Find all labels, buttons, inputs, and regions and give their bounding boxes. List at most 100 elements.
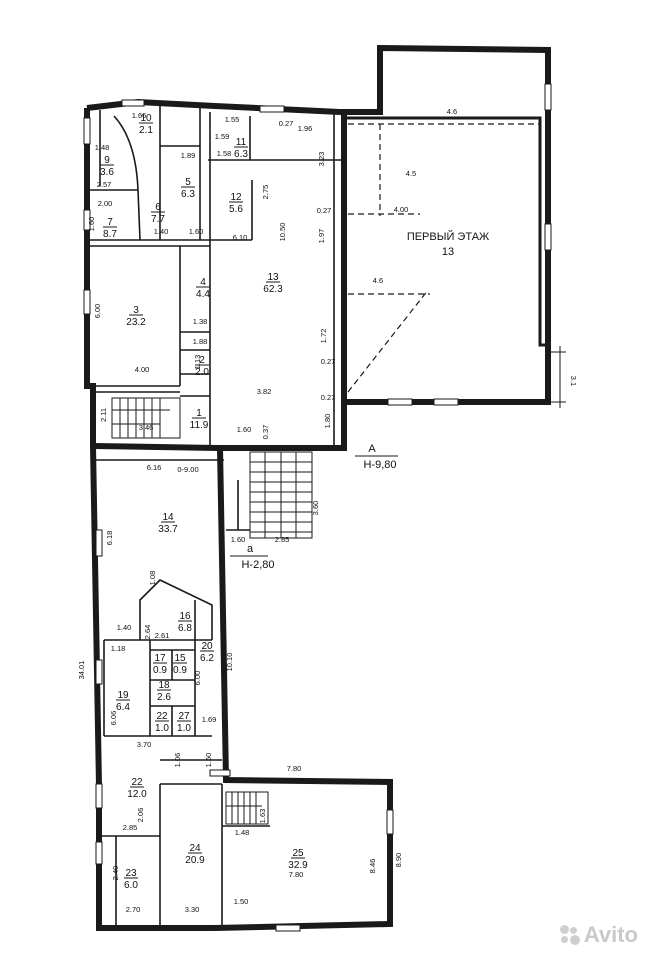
dimension-label: 1.88 xyxy=(193,337,208,346)
room-area: 2.1 xyxy=(139,125,153,136)
first-floor-number: 13 xyxy=(442,246,454,258)
dimension-label: 3.1 xyxy=(569,376,578,386)
dimension-label: 1.60 xyxy=(231,535,246,544)
room-number: 18 xyxy=(158,680,170,691)
room-number: 22 xyxy=(131,777,143,788)
dimension-label: 7.80 xyxy=(287,764,302,773)
dimension-label: 6.18 xyxy=(105,531,114,546)
mark-a-lower: а xyxy=(247,543,254,555)
windows xyxy=(83,83,552,932)
upper-partitions xyxy=(88,106,344,446)
room-area: 4.4 xyxy=(196,289,210,300)
room-number: 11 xyxy=(236,137,247,148)
room-labels: 93.6102.1116.356.367.778.7125.61362.3323… xyxy=(100,113,308,891)
room-number: 1 xyxy=(196,408,202,419)
dimension-label: 1.40 xyxy=(117,623,132,632)
first-floor-title: ПЕРВЫЙ ЭТАЖ xyxy=(407,230,489,243)
room-area: 6.8 xyxy=(178,623,192,634)
room-number: 27 xyxy=(178,711,190,722)
dimension-label: 4.6 xyxy=(373,276,383,285)
room-area: 23.2 xyxy=(126,317,146,328)
dimension-label: 6.06 xyxy=(109,711,118,726)
dimension-label: 1.66 xyxy=(132,111,147,120)
dimension-label: 0.27 xyxy=(321,357,336,366)
room-area: 0.9 xyxy=(153,665,167,676)
dimension-label: 1.06 xyxy=(173,753,182,768)
dimension-label: 8.90 xyxy=(394,853,403,868)
avito-watermark: Avito xyxy=(559,922,638,948)
avito-logo-icon xyxy=(559,925,580,945)
dimension-label: 1.60 xyxy=(237,425,252,434)
room-number: 2 xyxy=(199,355,205,366)
room-area: 6.3 xyxy=(234,149,248,160)
dimension-label: 1.60 xyxy=(189,227,204,236)
room-number: 4 xyxy=(200,277,206,288)
first-floor-dashes xyxy=(230,123,566,557)
room-area: 12.0 xyxy=(127,789,147,800)
dimension-label: 4.00 xyxy=(135,365,150,374)
mark-h2: Н-2,80 xyxy=(241,559,274,571)
room-number: 9 xyxy=(104,155,110,166)
dimension-label: 2.57 xyxy=(97,180,112,189)
avito-wordmark: Avito xyxy=(583,922,638,947)
dimension-label: 0.37 xyxy=(261,425,270,440)
dimension-label: 1.89 xyxy=(181,151,196,160)
dimension-label: 0.27 xyxy=(317,206,332,215)
room-area: 62.3 xyxy=(263,284,283,295)
dimension-label: 1.48 xyxy=(235,828,250,837)
dimension-label: 0.27 xyxy=(279,119,294,128)
dimension-label: 2.85 xyxy=(275,535,290,544)
dimension-label: 1.18 xyxy=(111,644,126,653)
room-number: 25 xyxy=(292,848,304,859)
dimension-label: 1.96 xyxy=(298,124,313,133)
room-area: 0.9 xyxy=(173,665,187,676)
room-area: 1.0 xyxy=(155,723,169,734)
dimension-label: 1.38 xyxy=(193,317,208,326)
dimension-label: 2.06 xyxy=(136,808,145,823)
dimension-label: 2.75 xyxy=(261,185,270,200)
dimension-label: 10.50 xyxy=(278,223,287,242)
room-number: 13 xyxy=(267,272,279,283)
dimension-label: 6.00 xyxy=(93,304,102,319)
room-number: 12 xyxy=(230,192,242,203)
dimension-label: 3.30 xyxy=(185,905,200,914)
room-area: 6.4 xyxy=(116,702,130,713)
dimension-label: 1.69 xyxy=(202,715,217,724)
room-area: 2.0 xyxy=(195,367,209,378)
dimension-label: 3.23 xyxy=(317,152,326,167)
room-number: 14 xyxy=(162,512,174,523)
dimension-label: 1.72 xyxy=(319,329,328,344)
dimension-label: 2.85 xyxy=(123,823,138,832)
dimension-label: 1.58 xyxy=(217,149,232,158)
room-number: 3 xyxy=(133,305,139,316)
dimension-label: 4.5 xyxy=(406,169,416,178)
dimension-label: 8.46 xyxy=(368,859,377,874)
dimension-label: 1.59 xyxy=(215,132,230,141)
dimension-label: 10.10 xyxy=(225,653,234,672)
room-area: 1.0 xyxy=(177,723,191,734)
room-number: 22 xyxy=(156,711,168,722)
dimension-label: 1.55 xyxy=(225,115,240,124)
room-area: 5.6 xyxy=(229,204,243,215)
dimension-label: 1.08 xyxy=(148,571,157,586)
dimension-label: 2.00 xyxy=(98,199,113,208)
dimension-label: 4.6 xyxy=(447,107,457,116)
room-number: 15 xyxy=(174,653,186,664)
room-area: 6.0 xyxy=(124,880,138,891)
dimension-label: 2.40 xyxy=(111,866,120,881)
dimension-label: 1.50 xyxy=(234,897,249,906)
room-number: 24 xyxy=(189,843,201,854)
dimension-label: 6.00 xyxy=(193,671,202,686)
room-number: 10 xyxy=(140,113,152,124)
room-area: 32.9 xyxy=(288,860,308,871)
mark-h1: Н-9,80 xyxy=(363,459,396,471)
dimension-label: 3.70 xyxy=(137,740,152,749)
room-area: 20.9 xyxy=(185,855,205,866)
dimension-label: 1.40 xyxy=(154,227,169,236)
mark-a-upper: А xyxy=(368,443,376,455)
dimension-label: 1.60 xyxy=(87,217,96,232)
dimension-label: 1.63 xyxy=(258,809,267,824)
dimension-label: 2.61 xyxy=(155,631,170,640)
lower-partitions xyxy=(96,459,270,928)
dimension-label: 1.97 xyxy=(317,229,326,244)
